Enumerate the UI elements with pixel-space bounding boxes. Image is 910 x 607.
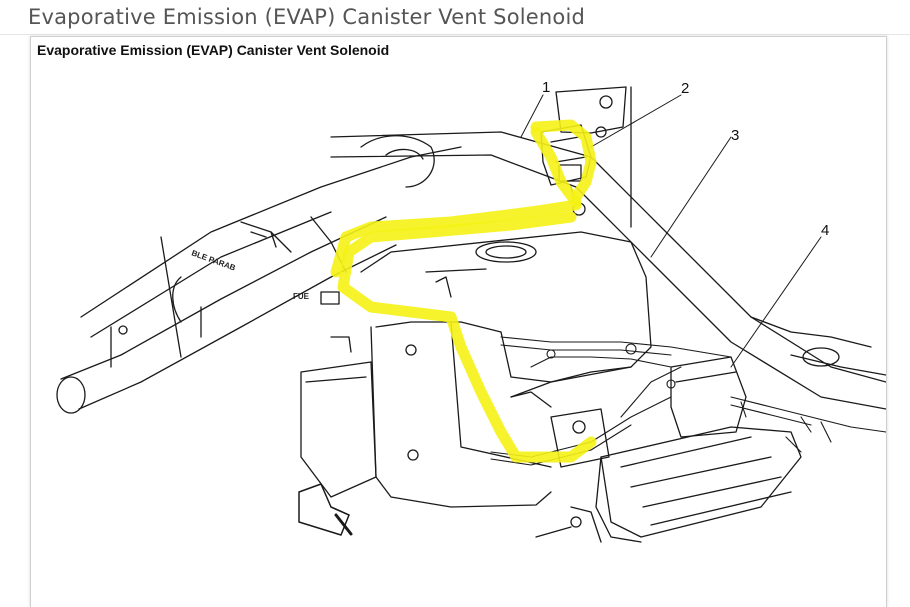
crossmember [80, 135, 462, 368]
fuel-tank [300, 231, 652, 508]
callout-3: 3 [731, 127, 739, 144]
diagram-figure: Evaporative Emission (EVAP) Canister Ven… [30, 36, 887, 607]
fuel-stamp-label: FUE [293, 292, 310, 301]
vapor-lines [490, 336, 886, 466]
callout-4: 4 [821, 222, 829, 239]
callout-1: 1 [542, 79, 550, 96]
divider [0, 34, 910, 35]
page-title: Evaporative Emission (EVAP) Canister Ven… [28, 5, 586, 29]
highlighted-vent-line [330, 119, 597, 463]
callout-2: 2 [681, 80, 689, 97]
figure-caption: Evaporative Emission (EVAP) Canister Ven… [37, 42, 390, 58]
callout-leaders [520, 94, 822, 368]
filler-pipe [56, 216, 397, 414]
misc-clips [240, 221, 352, 353]
front-arrow [298, 483, 353, 536]
evap-system-diagram: 1 2 3 4 BLE PARAB FUE [56, 79, 886, 543]
stamp-label: BLE PARAB [190, 248, 237, 272]
frame-rail [330, 86, 886, 410]
